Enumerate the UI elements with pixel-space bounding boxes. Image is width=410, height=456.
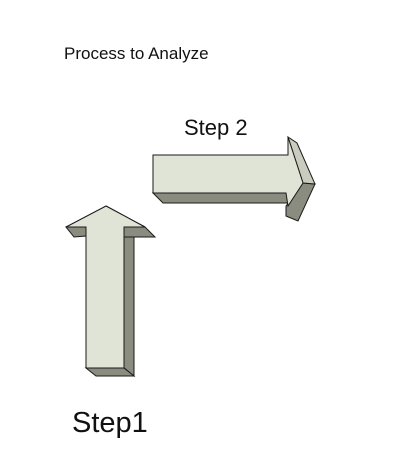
step1-arrow-face: [65, 205, 146, 369]
step1-arrow: [64, 205, 157, 378]
step1-arrow-right-side: [123, 235, 135, 378]
step2-label: Step 2: [184, 115, 248, 140]
step2-arrow: [151, 135, 316, 222]
step2-arrow-face: [152, 136, 304, 208]
step2-arrow-bottom-side: [151, 192, 298, 204]
step1-arrow-head-left-side: [64, 226, 87, 238]
diagram-title: Process to Analyze: [64, 44, 209, 63]
step1-label: Step1: [72, 407, 148, 439]
